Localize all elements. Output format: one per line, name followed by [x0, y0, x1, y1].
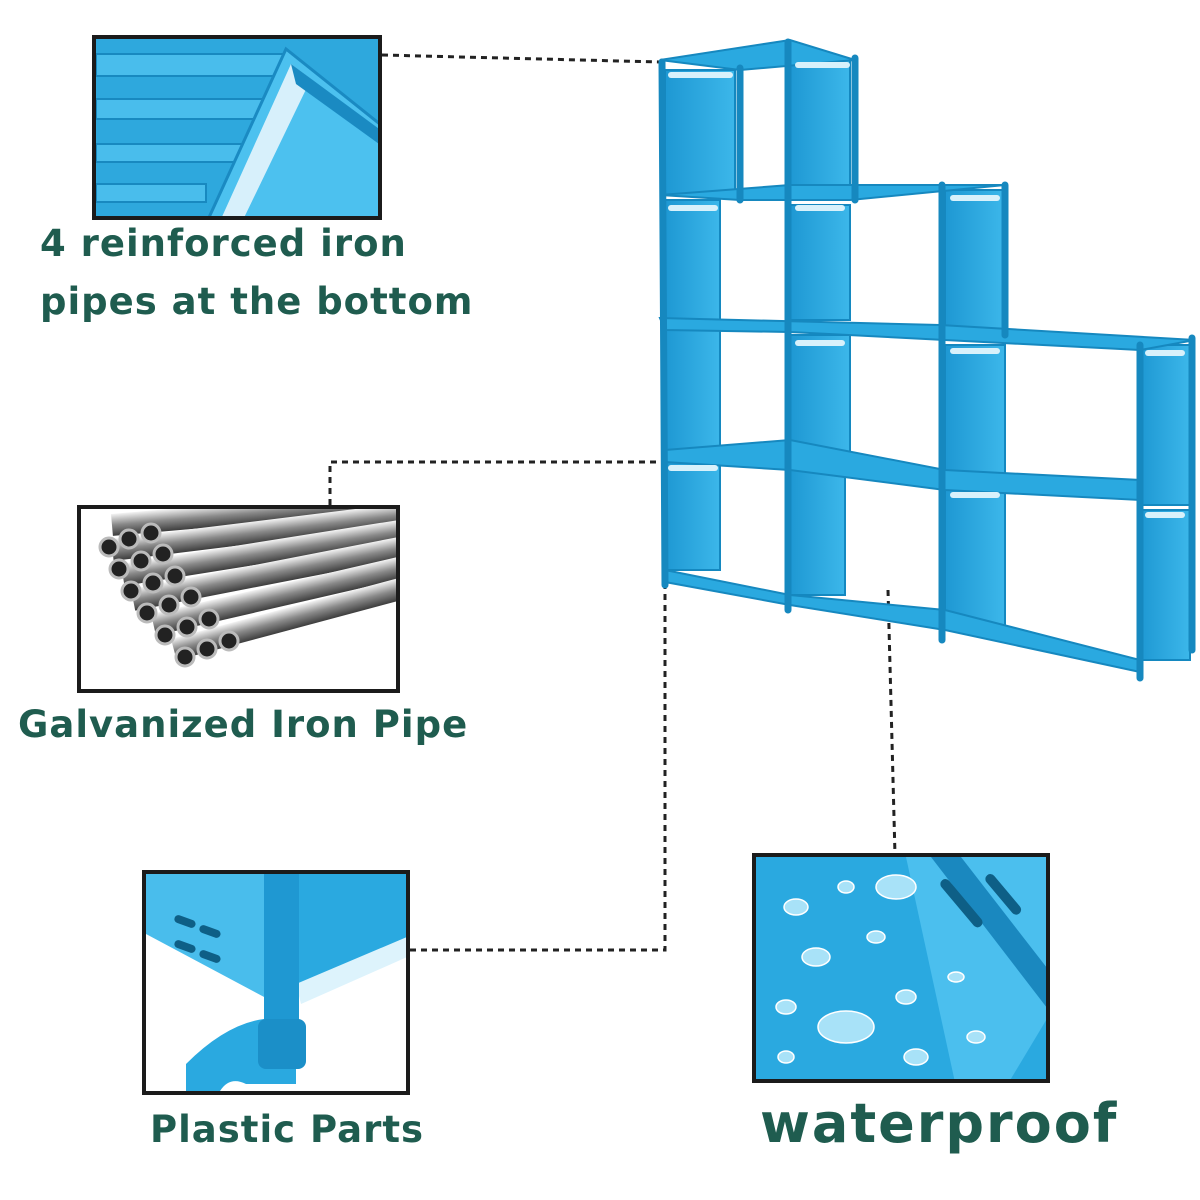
leader-line-plastic-parts: [410, 585, 667, 952]
reinforced-pipes-closeup-frame: [92, 35, 382, 220]
galvanized-pipes-image: [98, 509, 396, 668]
leader-line-iron-pipe: [328, 460, 662, 505]
iron-pipe-caption: Galvanized Iron Pipe: [18, 703, 469, 746]
waterproof-closeup-frame: [752, 853, 1050, 1083]
plastic-connector-image: [146, 874, 406, 1091]
reinforced-pipes-closeup-image: [96, 39, 378, 216]
leader-line-bottom-pipes: [381, 53, 661, 64]
leader-line-waterproof: [886, 589, 897, 856]
water-droplets-image: [756, 857, 1046, 1079]
waterproof-caption: waterproof: [760, 1092, 1119, 1155]
plastic-parts-caption: Plastic Parts: [150, 1108, 425, 1151]
iron-pipe-closeup-frame: [77, 505, 400, 693]
plastic-parts-closeup-frame: [142, 870, 410, 1095]
reinforced-pipes-caption-line1: 4 reinforced iron: [40, 222, 407, 265]
reinforced-pipes-caption-line2: pipes at the bottom: [40, 280, 474, 323]
